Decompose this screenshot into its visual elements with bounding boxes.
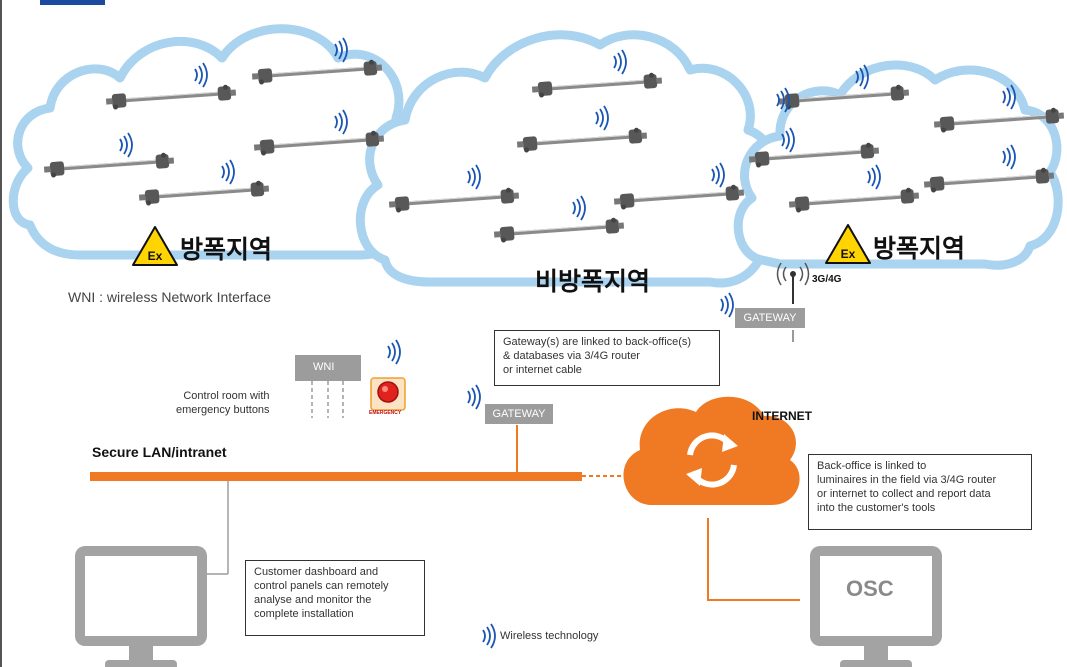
emergency-button-icon [370, 377, 406, 411]
zone-label-non-hazardous: 비방폭지역 [535, 267, 651, 296]
wireless-signal-icon [482, 623, 496, 649]
osc-monitor-icon [810, 546, 942, 667]
internet-label: INTERNET [752, 409, 812, 423]
customer-dashboard-monitor-icon [75, 546, 207, 667]
wni-label: WNI [313, 361, 335, 373]
emergency-label: EMERGENCY [369, 410, 402, 416]
zone-label-hazardous-right: 방폭지역 [873, 234, 966, 263]
header-accent-bar [40, 0, 105, 5]
legend-wireless-label: Wireless technology [500, 630, 599, 642]
gateway-note: Gateway(s) are linked to back-office(s) … [494, 330, 720, 386]
cellular-label: 3G/4G [812, 274, 842, 285]
antenna-icon [776, 262, 810, 304]
dashboard-note: Customer dashboard and control panels ca… [245, 560, 425, 636]
gateway-tag-lan: GATEWAY [485, 404, 553, 424]
lan-bar [90, 472, 582, 481]
lan-label: Secure LAN/intranet [92, 444, 227, 460]
wni-definition: WNI : wireless Network Interface [68, 289, 272, 305]
zone-label-hazardous-left: 방폭지역 [180, 235, 273, 264]
wni-box [295, 355, 361, 381]
gateway-tag-top: GATEWAY [735, 308, 805, 328]
backoffice-note: Back-office is linked to luminaires in t… [808, 454, 1032, 530]
wireless-signal-icon [467, 384, 481, 410]
cloud-hazardous-right [733, 60, 1063, 270]
control-room-label: Control room with emergency buttons [176, 390, 270, 416]
wni-links [311, 381, 344, 418]
internet-to-osc-line [707, 518, 800, 601]
wireless-signal-icon [387, 339, 401, 365]
osc-label: OSC [846, 576, 894, 601]
internet-cloud [623, 396, 800, 505]
wireless-signal-icon [720, 292, 734, 318]
cloud-non-hazardous [355, 30, 783, 288]
